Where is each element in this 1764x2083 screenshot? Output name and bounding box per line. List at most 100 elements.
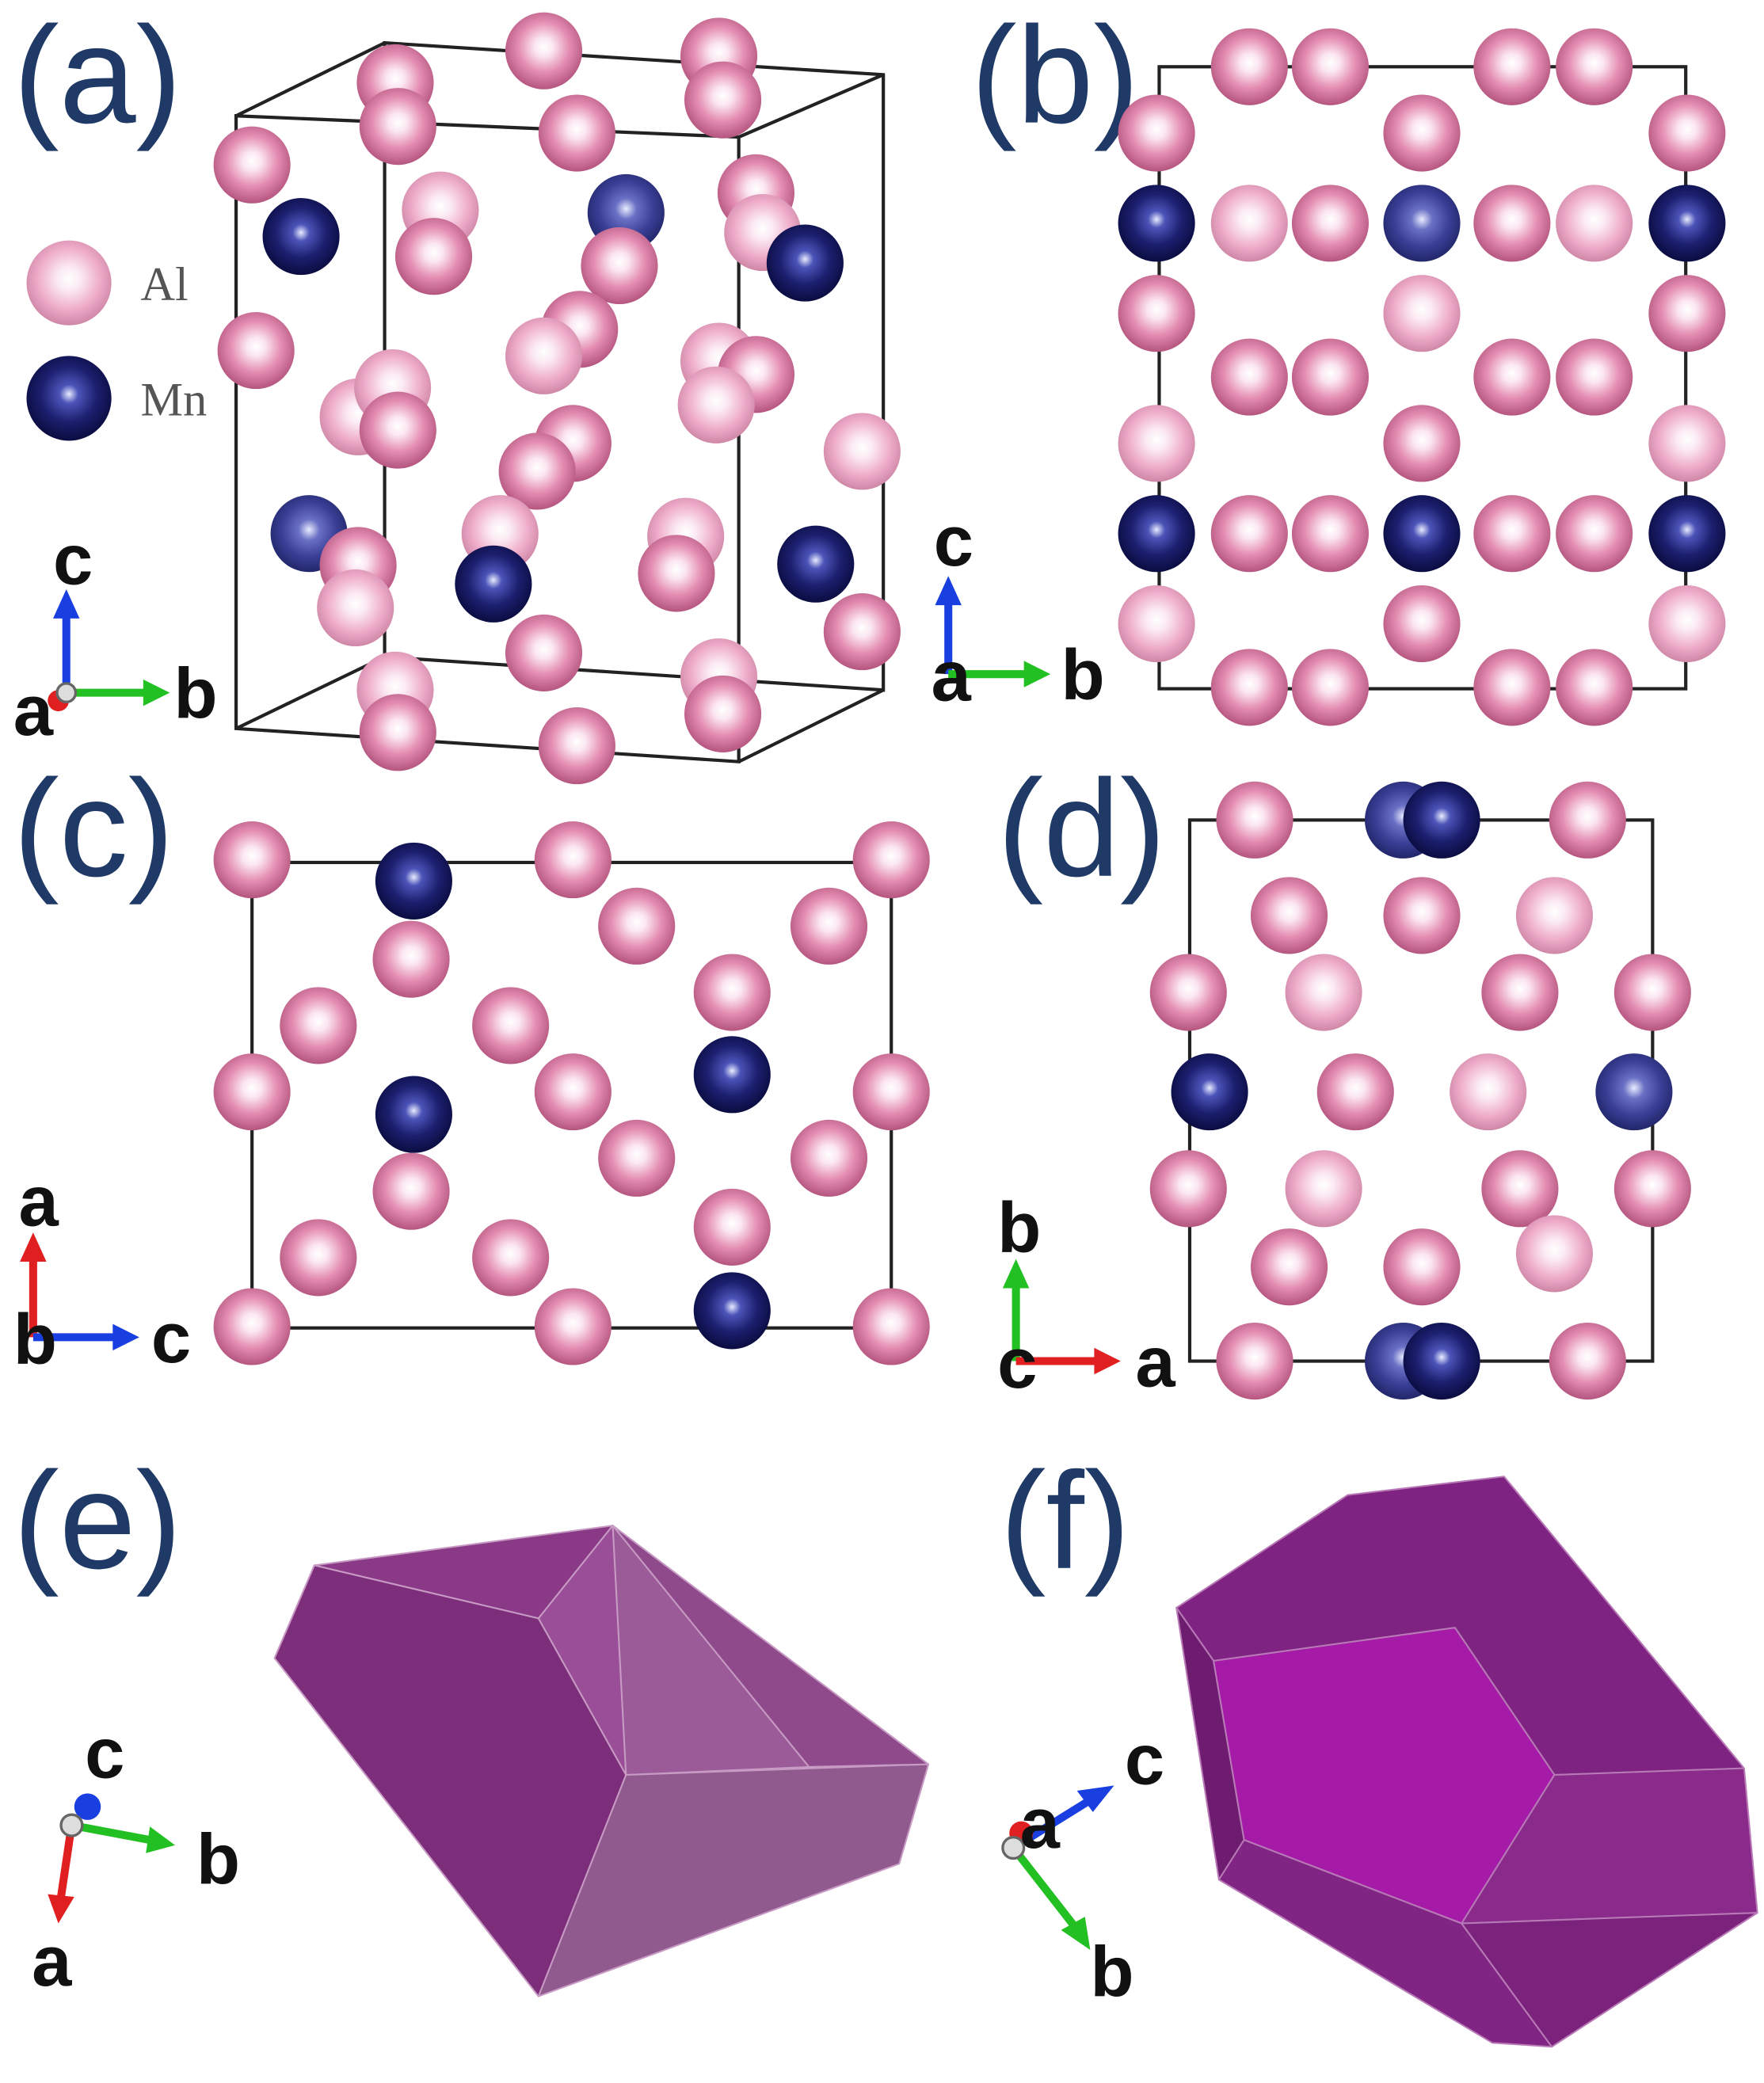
al-atom bbox=[1316, 1053, 1394, 1131]
al-atom bbox=[1556, 185, 1633, 262]
al-atom bbox=[790, 887, 868, 965]
axis-f-a: a bbox=[1020, 1784, 1061, 1864]
al-atom bbox=[1556, 338, 1633, 416]
al-atom bbox=[538, 707, 615, 785]
axis-f-c: c bbox=[1125, 1720, 1164, 1800]
mn-atom bbox=[693, 1036, 771, 1114]
axes-c: a c b bbox=[13, 1162, 191, 1380]
al-atom bbox=[372, 1152, 450, 1230]
panel-e-label: (e) bbox=[13, 1443, 182, 1597]
atoms-b bbox=[1118, 28, 1726, 726]
al-atom bbox=[359, 391, 436, 469]
al-atom bbox=[1556, 649, 1633, 726]
axis-b-a: a bbox=[931, 637, 971, 717]
axis-d-a: a bbox=[1135, 1322, 1175, 1402]
al-atom bbox=[534, 821, 611, 899]
panel-f: (f) c a b bbox=[1000, 1443, 1758, 2048]
mn-atom bbox=[1383, 495, 1461, 573]
al-atom bbox=[1118, 275, 1195, 352]
axis-b-b: b bbox=[1061, 635, 1105, 715]
al-atom bbox=[1473, 185, 1551, 262]
al-atom bbox=[852, 1053, 930, 1131]
al-atom bbox=[1383, 275, 1461, 352]
polyhedron-f bbox=[1175, 1476, 1758, 2048]
panel-e: (e) c b a bbox=[13, 1443, 930, 2001]
axis-c-b: b bbox=[13, 1300, 57, 1380]
al-atom bbox=[1210, 338, 1288, 416]
al-atom bbox=[394, 218, 473, 295]
legend: Al Mn bbox=[26, 240, 207, 441]
al-atom bbox=[472, 987, 550, 1064]
al-atom bbox=[1210, 495, 1288, 573]
al-atom bbox=[1118, 94, 1195, 172]
mn-atom bbox=[262, 198, 340, 276]
al-atom bbox=[1473, 495, 1551, 573]
al-atom bbox=[1648, 275, 1726, 352]
al-atom bbox=[1149, 1150, 1227, 1228]
al-atom bbox=[693, 954, 771, 1031]
al-atom bbox=[1614, 1150, 1691, 1228]
axes-f: c a b bbox=[1001, 1720, 1164, 2013]
al-atom bbox=[1291, 338, 1370, 416]
al-atom bbox=[581, 227, 658, 305]
al-atom bbox=[1556, 495, 1633, 573]
mn-atom bbox=[1648, 495, 1726, 573]
mn-atom bbox=[1403, 781, 1480, 859]
axis-b-c: c bbox=[934, 501, 973, 581]
panel-b-label: (b) bbox=[971, 0, 1140, 152]
al-atom bbox=[217, 312, 295, 390]
al-atom bbox=[1515, 877, 1593, 954]
al-atom bbox=[213, 821, 291, 899]
al-atom bbox=[1291, 185, 1370, 262]
al-atom bbox=[472, 1219, 550, 1297]
al-atom bbox=[598, 1119, 676, 1197]
al-atom bbox=[1118, 585, 1195, 663]
al-atom bbox=[1118, 405, 1195, 482]
axis-a-a: a bbox=[13, 671, 54, 751]
al-atom bbox=[1450, 1053, 1527, 1131]
panel-a-label: (a) bbox=[13, 0, 182, 152]
al-atom bbox=[280, 987, 357, 1064]
mn-atom bbox=[1383, 185, 1461, 262]
mn-atom bbox=[777, 525, 855, 603]
al-atom bbox=[1291, 495, 1370, 573]
al-atom bbox=[1210, 28, 1288, 105]
al-atom bbox=[823, 413, 901, 490]
al-atom bbox=[790, 1119, 868, 1197]
al-atom bbox=[1383, 1228, 1461, 1306]
panel-c-label: (c) bbox=[13, 751, 174, 905]
al-atom bbox=[1216, 781, 1293, 859]
al-atom bbox=[1216, 1322, 1293, 1400]
axis-e-a: a bbox=[32, 1921, 72, 2001]
al-atom bbox=[538, 94, 615, 172]
atoms-a bbox=[213, 12, 901, 785]
al-atom bbox=[213, 1053, 291, 1131]
mn-atom bbox=[766, 224, 844, 302]
axis-e-b: b bbox=[196, 1819, 240, 1899]
axis-e-c: c bbox=[85, 1713, 124, 1793]
axis-f-b: b bbox=[1090, 1933, 1133, 2013]
axis-c-a: a bbox=[18, 1162, 59, 1242]
axis-a-c: c bbox=[53, 520, 93, 600]
axis-d-c: c bbox=[997, 1323, 1037, 1403]
axis-a-b: b bbox=[173, 653, 217, 733]
mn-atom bbox=[1648, 185, 1726, 262]
al-atom bbox=[213, 1288, 291, 1365]
mn-atom bbox=[455, 545, 532, 623]
al-atom bbox=[1383, 877, 1461, 954]
axis-d-b: b bbox=[997, 1188, 1041, 1268]
al-atom bbox=[1549, 781, 1626, 859]
al-atom bbox=[693, 1188, 771, 1266]
al-atom bbox=[505, 614, 583, 691]
al-atom bbox=[213, 126, 291, 204]
al-atom bbox=[1515, 1215, 1593, 1293]
mn-atom bbox=[1171, 1053, 1248, 1131]
panel-d-label: (d) bbox=[997, 751, 1166, 905]
panel-a: (a) Al Mn c b a bbox=[13, 0, 901, 785]
mn-atom bbox=[1403, 1322, 1480, 1400]
mn-atom bbox=[375, 1076, 452, 1153]
al-atom bbox=[1614, 954, 1691, 1031]
al-atom bbox=[1285, 1150, 1362, 1228]
al-atom bbox=[1250, 877, 1328, 954]
atoms-d bbox=[1149, 781, 1691, 1400]
